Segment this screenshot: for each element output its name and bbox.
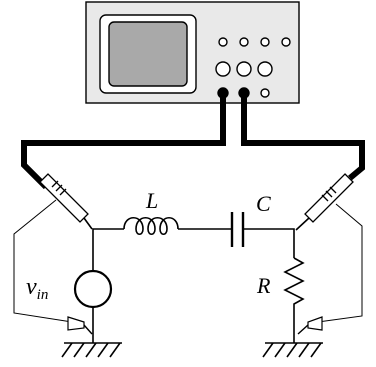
wire-source-to-inductor bbox=[92, 228, 124, 271]
ground-symbol-right bbox=[262, 342, 323, 358]
ground-symbol-left bbox=[61, 342, 122, 358]
small-knob[interactable] bbox=[260, 37, 270, 47]
probe-left-tip bbox=[83, 217, 93, 230]
probe-cable-right bbox=[241, 93, 365, 181]
oscilloscope-screen bbox=[108, 21, 188, 87]
probe-left bbox=[39, 173, 93, 230]
capacitor-label: C bbox=[256, 191, 271, 216]
small-knob[interactable] bbox=[281, 37, 291, 47]
ground-lead-left bbox=[13, 199, 73, 323]
source-label-main: v bbox=[26, 274, 37, 300]
capacitor bbox=[230, 212, 245, 247]
probe-cables bbox=[21, 93, 365, 190]
voltage-source bbox=[73, 269, 113, 309]
ground-clip-right bbox=[307, 316, 323, 331]
circuit-wires bbox=[92, 228, 295, 343]
ground-clip-left bbox=[67, 316, 85, 331]
knob-row-middle bbox=[215, 61, 273, 77]
inductor bbox=[123, 216, 179, 236]
large-knob[interactable] bbox=[215, 61, 231, 77]
ground-lead-right bbox=[317, 203, 363, 323]
probe-right-body bbox=[304, 173, 354, 223]
probe-cable-left bbox=[21, 93, 226, 190]
knob-row-top bbox=[218, 37, 291, 47]
source-label-subscript: in bbox=[37, 287, 49, 303]
inductor-label: L bbox=[145, 188, 158, 213]
small-knob[interactable] bbox=[260, 88, 270, 98]
probe-left-body bbox=[39, 173, 89, 223]
resistor bbox=[283, 257, 305, 308]
ground-clips bbox=[67, 316, 323, 335]
oscilloscope bbox=[85, 1, 300, 104]
ground-leads bbox=[13, 199, 363, 323]
large-knob[interactable] bbox=[257, 61, 273, 77]
resistor-label: R bbox=[256, 273, 271, 298]
wire-capacitor-to-resistor bbox=[243, 228, 295, 258]
probe-right-tip bbox=[295, 217, 310, 231]
large-knob[interactable] bbox=[236, 61, 252, 77]
knob-row-bottom bbox=[217, 87, 270, 99]
small-knob[interactable] bbox=[218, 37, 228, 47]
small-knob[interactable] bbox=[239, 37, 249, 47]
probe-right bbox=[295, 173, 354, 231]
source-label: vin bbox=[26, 274, 48, 303]
